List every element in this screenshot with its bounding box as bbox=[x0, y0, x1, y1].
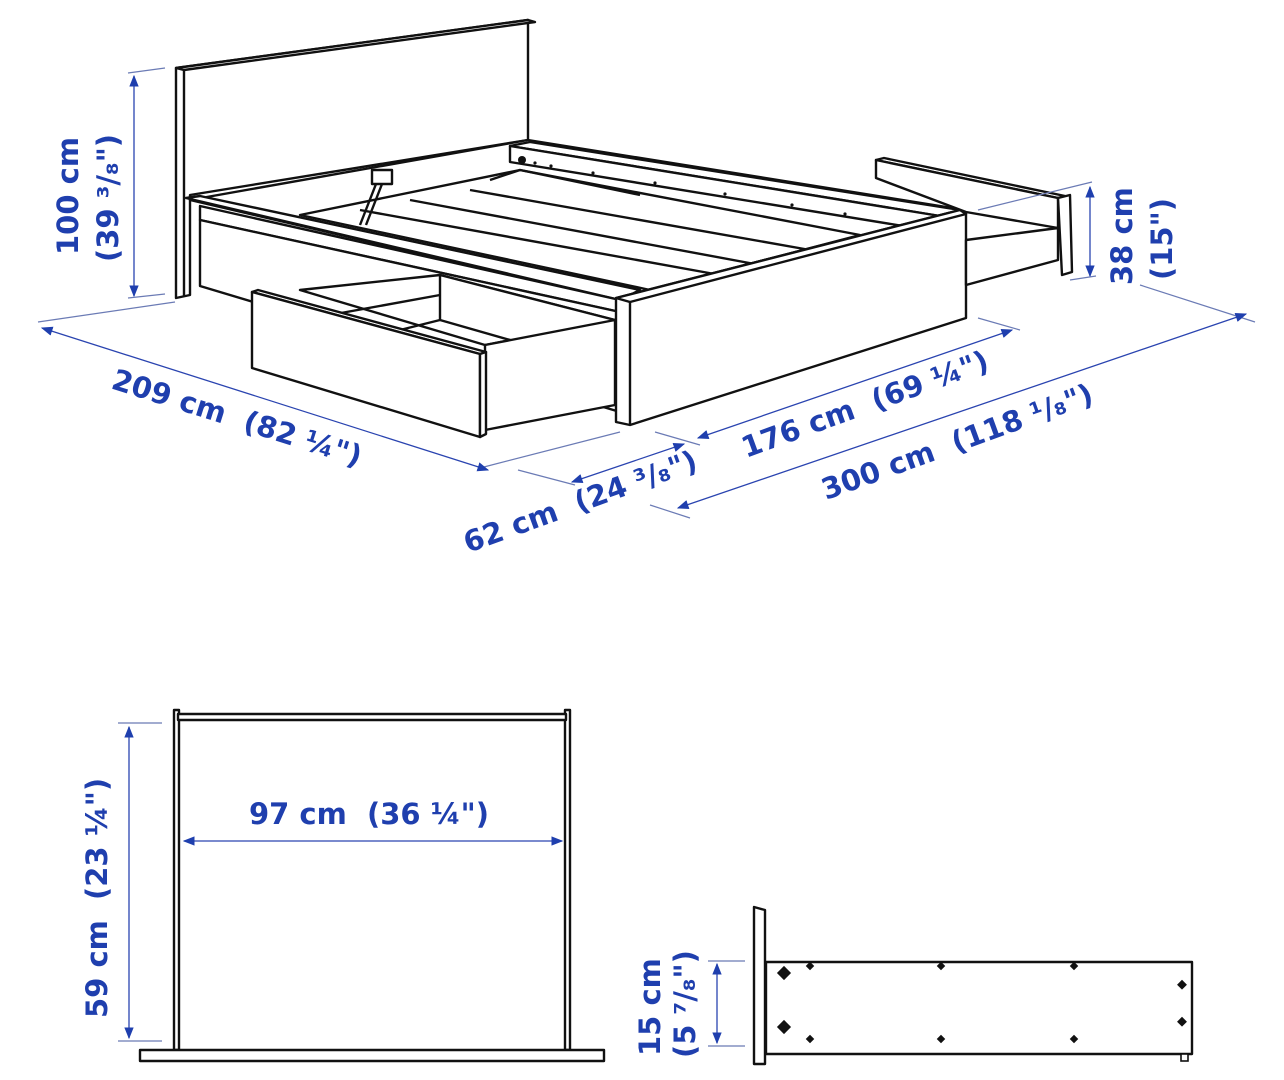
drawer-fasteners bbox=[776, 961, 1187, 1044]
drawer-height-imperial: (5 ⁷/₈") bbox=[668, 950, 702, 1058]
frame-height-metric: 38 cm bbox=[1105, 187, 1139, 285]
dimension-drawer-extension: 62 cm (24 ³/₈") bbox=[459, 431, 702, 560]
total-length-metric: 209 cm bbox=[108, 362, 231, 430]
dimension-headboard-height: 100 cm (39 ³/₈") bbox=[51, 67, 166, 299]
right-drawer-open bbox=[874, 156, 1074, 287]
drawer-top-view: 97 cm (36 ¼") 59 cm (23 ¼") bbox=[80, 708, 606, 1063]
drawer-inner-width-imperial: (36 ¼") bbox=[367, 797, 489, 831]
drawer-extension-imperial: (24 ³/₈") bbox=[570, 443, 702, 519]
total-length-imperial: (82 ¼") bbox=[240, 404, 367, 473]
svg-text:62 cm (24 ³/₈"): 62 cm (24 ³/₈") bbox=[459, 443, 702, 559]
svg-text:97 cm (36 ¼"): 97 cm (36 ¼") bbox=[249, 797, 489, 831]
total-width-metric: 300 cm bbox=[817, 434, 940, 506]
drawer-inner-depth-metric: 59 cm bbox=[80, 920, 114, 1018]
drawer-height-metric: 15 cm bbox=[633, 958, 667, 1056]
drawer-extension-metric: 62 cm bbox=[459, 494, 563, 559]
drawer-inner-width-metric: 97 cm bbox=[249, 797, 347, 831]
drawer-side-view: 15 cm (5 ⁷/₈") bbox=[633, 905, 1194, 1066]
svg-text:59 cm (23 ¼"): 59 cm (23 ¼") bbox=[80, 778, 114, 1018]
headboard bbox=[174, 18, 537, 300]
headboard-height-imperial: (39 ³/₈") bbox=[91, 134, 125, 262]
headboard-height-metric: 100 cm bbox=[51, 137, 85, 255]
frame-height-imperial: (15") bbox=[1145, 198, 1179, 280]
total-width-imperial: (118 ¹/₈") bbox=[947, 377, 1098, 460]
dimension-frame-height: 38 cm (15") bbox=[977, 181, 1179, 285]
drawer-inner-depth-imperial: (23 ¼") bbox=[80, 778, 114, 900]
